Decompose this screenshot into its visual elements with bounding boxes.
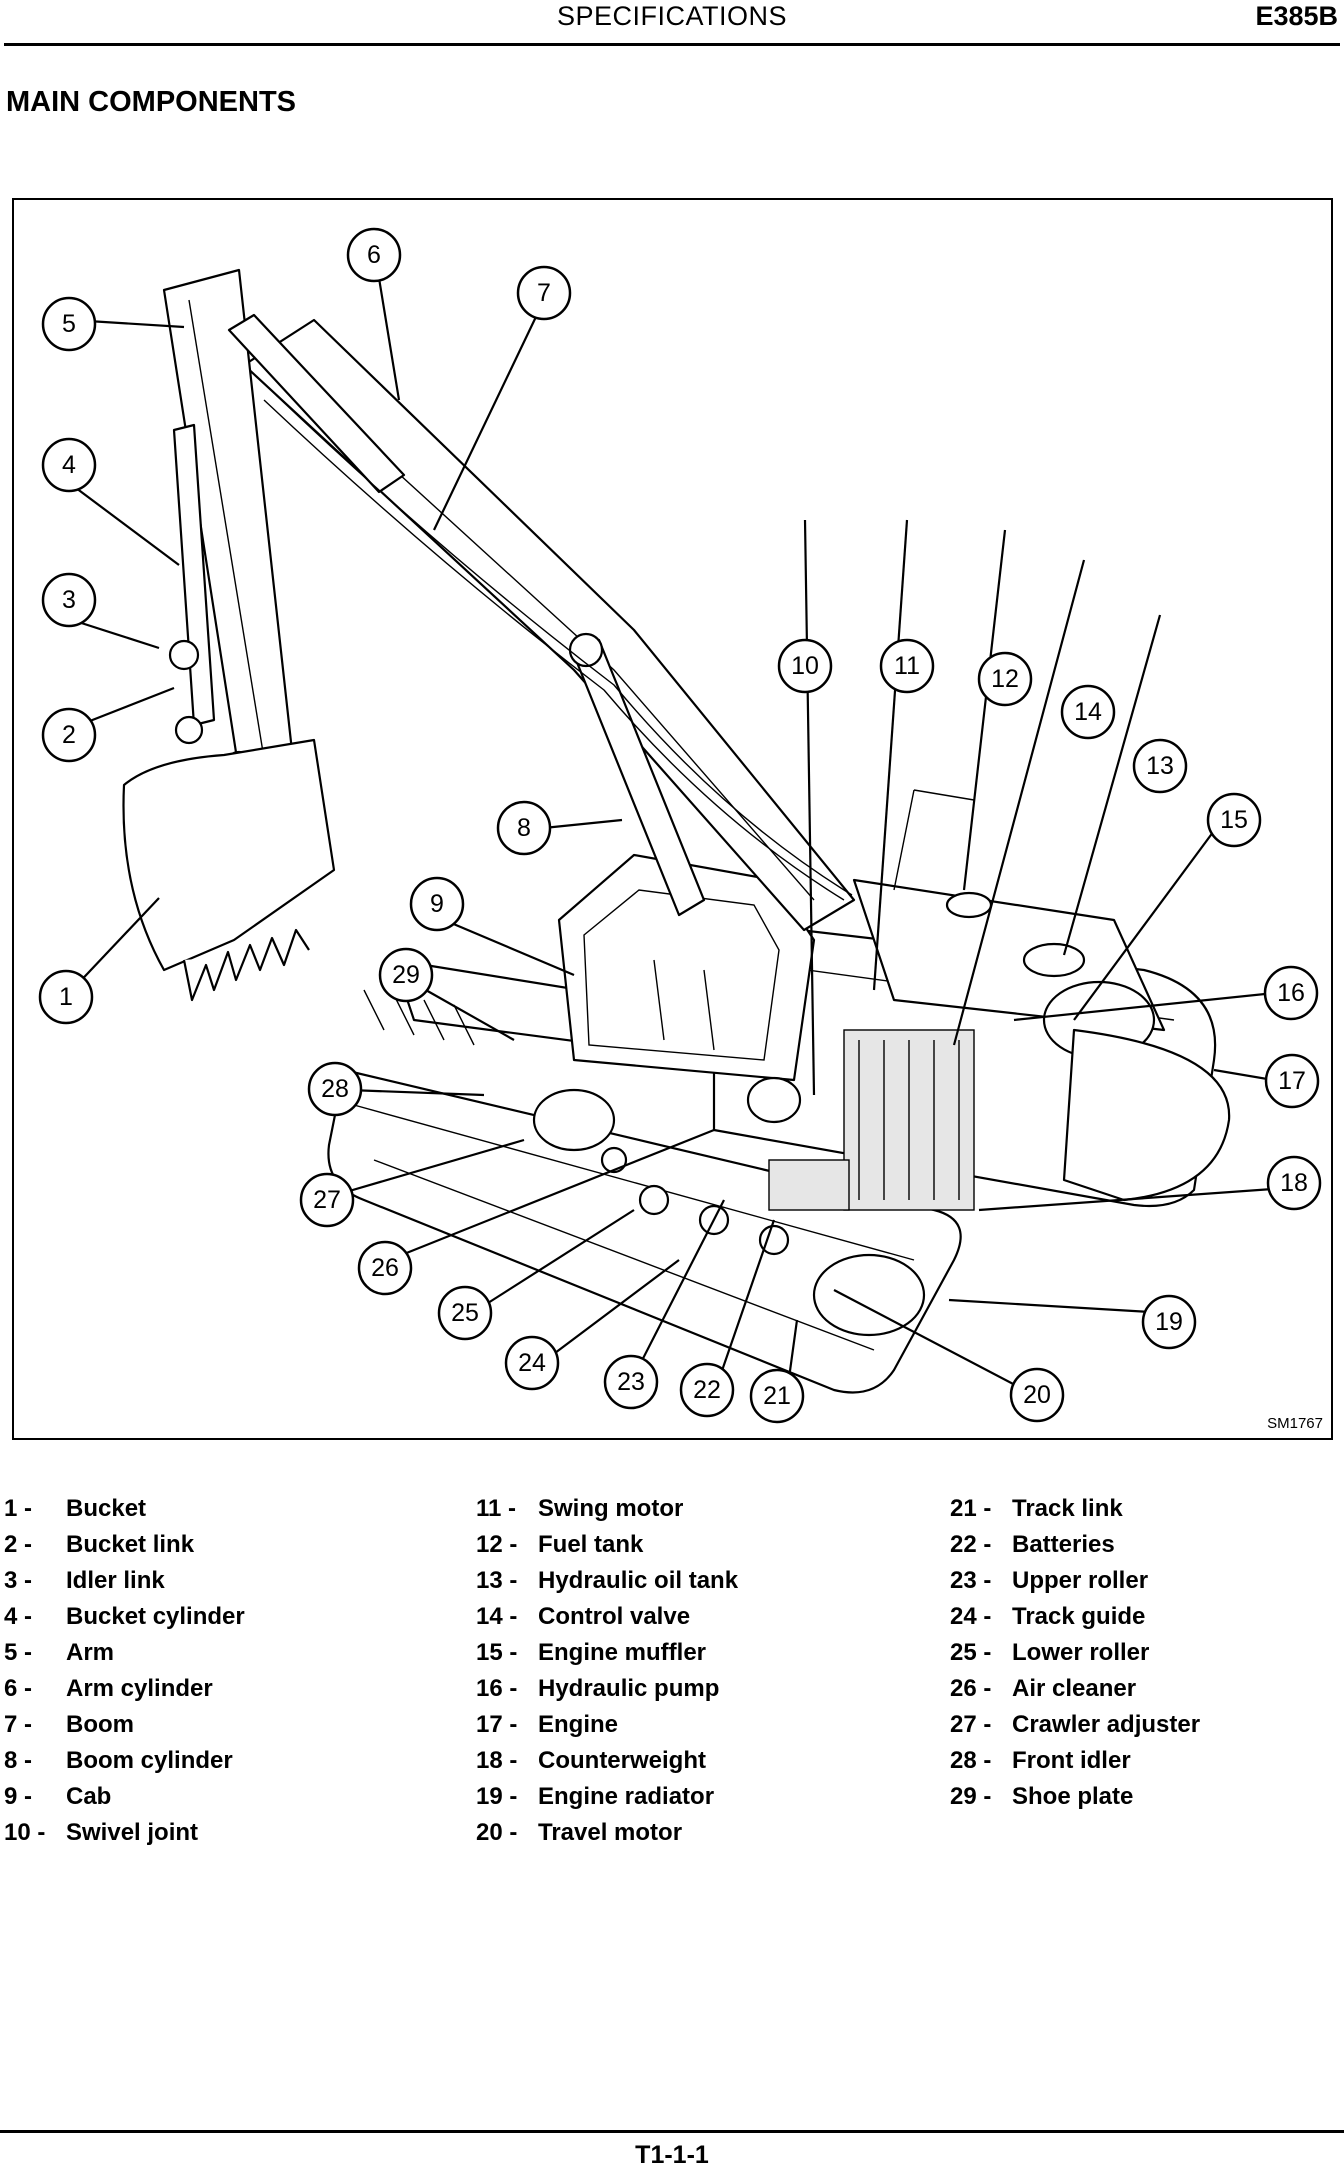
callout-label: 2 bbox=[62, 721, 76, 749]
callout-15: 15 bbox=[1206, 792, 1262, 848]
callout-label: 21 bbox=[763, 1382, 791, 1410]
callout-label: 19 bbox=[1155, 1308, 1183, 1336]
callout-13: 13 bbox=[1132, 738, 1188, 794]
callout-14: 14 bbox=[1060, 684, 1116, 740]
callout-label: 20 bbox=[1023, 1381, 1051, 1409]
callout-12: 12 bbox=[977, 651, 1033, 707]
callout-label: 7 bbox=[537, 279, 551, 307]
header-model: E385B bbox=[1255, 1, 1338, 31]
callout-29: 29 bbox=[378, 947, 434, 1003]
callout-10: 10 bbox=[777, 638, 833, 694]
callout-label: 11 bbox=[894, 652, 920, 680]
callout-22: 22 bbox=[679, 1362, 735, 1418]
callout-25: 25 bbox=[437, 1285, 493, 1341]
callout-19: 19 bbox=[1141, 1294, 1197, 1350]
excavator-figure: 1 2 3 4 5 6 7 8 9 10 11 12 13 14 15 16 1… bbox=[12, 198, 1333, 1440]
callout-18: 18 bbox=[1266, 1155, 1322, 1211]
callout-label: 15 bbox=[1220, 806, 1248, 834]
callout-label: 27 bbox=[313, 1186, 341, 1214]
callout-label: 14 bbox=[1074, 698, 1102, 726]
callout-label: 13 bbox=[1146, 752, 1174, 780]
callout-6: 6 bbox=[346, 227, 402, 283]
callout-label: 26 bbox=[371, 1254, 399, 1282]
header-rule bbox=[4, 43, 1340, 46]
callout-label: 16 bbox=[1277, 979, 1305, 1007]
callout-4: 4 bbox=[41, 437, 97, 493]
callout-2: 2 bbox=[41, 707, 97, 763]
callout-label: 23 bbox=[617, 1368, 645, 1396]
callout-label: 8 bbox=[517, 814, 531, 842]
callout-17: 17 bbox=[1264, 1053, 1320, 1109]
callout-label: 18 bbox=[1280, 1169, 1308, 1197]
callout-label: 28 bbox=[321, 1075, 349, 1103]
callout-label: 22 bbox=[693, 1376, 721, 1404]
callout-label: 6 bbox=[367, 241, 381, 269]
callout-23: 23 bbox=[603, 1354, 659, 1410]
callout-24: 24 bbox=[504, 1335, 560, 1391]
callout-11: 11 bbox=[879, 638, 935, 694]
figure-code: SM1767 bbox=[1267, 1415, 1323, 1432]
callout-9: 9 bbox=[409, 876, 465, 932]
callout-8: 8 bbox=[496, 800, 552, 856]
callout-label: 12 bbox=[991, 665, 1019, 693]
callout-label: 4 bbox=[62, 451, 76, 479]
callout-label: 25 bbox=[451, 1299, 479, 1327]
callout-label: 10 bbox=[791, 652, 819, 680]
callout-label: 24 bbox=[518, 1349, 546, 1377]
section-title: MAIN COMPONENTS bbox=[6, 86, 296, 118]
track-shoes bbox=[363, 989, 475, 1046]
callout-label: 9 bbox=[430, 890, 444, 918]
callout-3: 3 bbox=[41, 572, 97, 628]
machine-outline bbox=[122, 268, 1231, 1394]
callout-label: 29 bbox=[392, 961, 420, 989]
callout-5: 5 bbox=[41, 296, 97, 352]
callout-21: 21 bbox=[749, 1368, 805, 1424]
callout-label: 3 bbox=[62, 586, 76, 614]
callout-label: 17 bbox=[1278, 1067, 1306, 1095]
callout-1: 1 bbox=[38, 969, 94, 1025]
callout-20: 20 bbox=[1009, 1367, 1065, 1423]
callout-7: 7 bbox=[516, 265, 572, 321]
callout-28: 28 bbox=[307, 1061, 363, 1117]
callout-label: 5 bbox=[62, 310, 76, 338]
header-title: SPECIFICATIONS bbox=[556, 1, 788, 31]
excavator-drawing: 1 2 3 4 5 6 7 8 9 10 11 12 13 14 15 16 1… bbox=[38, 227, 1322, 1424]
page-number: T1-1-1 bbox=[635, 2141, 709, 2169]
callout-16: 16 bbox=[1263, 965, 1319, 1021]
callout-label: 1 bbox=[59, 983, 73, 1011]
footer-rule bbox=[0, 2130, 1344, 2133]
callout-27: 27 bbox=[299, 1172, 355, 1228]
callout-26: 26 bbox=[357, 1240, 413, 1296]
